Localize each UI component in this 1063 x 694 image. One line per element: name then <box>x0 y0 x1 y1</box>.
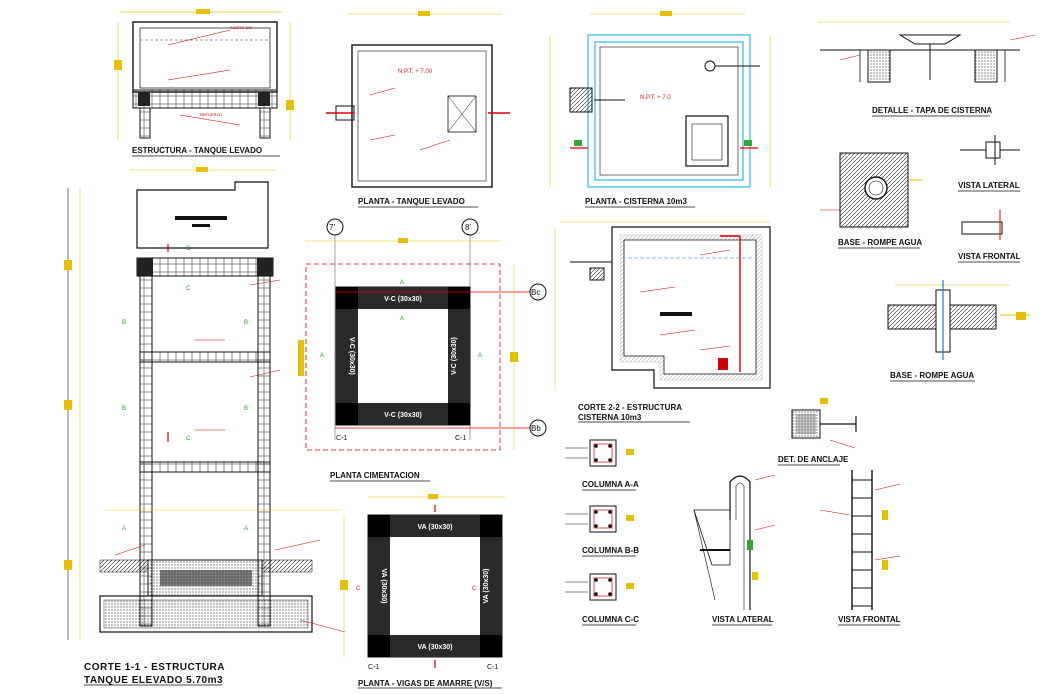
view-base-rompe-1: BASE - ROMPE AGUA <box>820 152 922 249</box>
planta-cimentacion-title: PLANTA CIMENTACION <box>330 471 420 480</box>
vc-left-label: V-C (30x30) <box>348 337 355 375</box>
corte-a-left: A <box>122 526 126 532</box>
corte-c-1: C <box>186 286 191 292</box>
corte-1-1-title-1: CORTE 1-1 - ESTRUCTURA <box>84 662 225 673</box>
corte-1-1-title-2: TANQUE ELEVADO 5.70m3 <box>84 675 223 686</box>
va-top-label: VA (30x30) <box>417 524 452 531</box>
va-cut-c-right: C <box>472 586 477 592</box>
view-planta-cimentacion: 7' 8' V-C (30x30) V-C (30x30) V-C (30x30… <box>298 218 547 482</box>
va-cut-c1-right: C-1 <box>487 664 498 671</box>
view-estructura-tanque: ACERO 3/8" REFUERZO ESTRUCTURA - TANQUE … <box>114 9 294 157</box>
cisterna-npt: N.P.T. + 7.0 <box>640 95 671 101</box>
cim-cut-a-left: A <box>320 353 324 359</box>
cim-cut-c1-right: C-1 <box>455 435 466 442</box>
view-vista-lateral-2: VISTA LATERAL <box>693 474 776 626</box>
view-planta-vigas: VA (30x30) VA (30x30) VA (30x30) VA (30x… <box>340 494 505 689</box>
axis-bb: Bb <box>531 424 541 433</box>
corte-c-2: C <box>186 436 191 442</box>
cim-cut-a-top: A <box>400 280 404 286</box>
estructura-tanque-title: ESTRUCTURA - TANQUE LEVADO <box>132 146 262 155</box>
base-rompe-1-title: BASE - ROMPE AGUA <box>838 238 922 247</box>
corte-c-top: C <box>186 246 191 252</box>
view-det-anclaje: DET. DE ANCLAJE <box>778 398 857 466</box>
view-vista-small: VISTA LATERAL VISTA FRONTAL <box>958 135 1021 263</box>
view-planta-cisterna: N.P.T. + 7.0 PLANTA - CISTERNA 10m3 <box>549 11 771 208</box>
axis-bc: Bc <box>531 288 540 297</box>
axis-8: 8' <box>465 223 471 232</box>
view-vista-frontal-2: VISTA FRONTAL <box>819 470 901 626</box>
vc-top-label: V-C (30x30) <box>384 296 422 303</box>
corte-b-left-2: B <box>122 406 126 412</box>
view-corte-1-1: B B B B A A C C C CORTE 1-1 - ESTRUCTURA… <box>64 167 346 686</box>
vista-lateral-2-title: VISTA LATERAL <box>712 615 774 624</box>
corte-2-2-title-1: CORTE 2-2 - ESTRUCTURA <box>578 403 682 412</box>
columna-aa-title: COLUMNA A-A <box>582 480 639 489</box>
vc-bottom-label: V-C (30x30) <box>384 412 422 419</box>
vista-frontal-1-title: VISTA FRONTAL <box>958 252 1021 261</box>
svg-text:ACERO 3/8": ACERO 3/8" <box>230 25 253 30</box>
va-cut-c1-left: C-1 <box>368 664 379 671</box>
cim-cut-c1-left: C-1 <box>336 435 347 442</box>
corte-b-right-2: B <box>244 406 248 412</box>
columna-cc-title: COLUMNA C-C <box>582 615 639 624</box>
corte-b-left-1: B <box>122 320 126 326</box>
corte-a-right: A <box>244 526 248 532</box>
view-corte-2-2: CORTE 2-2 - ESTRUCTURA CISTERNA 10m3 <box>554 221 771 423</box>
npt-label: N.P.T. + 7.00 <box>398 69 433 75</box>
va-bottom-label: VA (30x30) <box>417 644 452 651</box>
view-detalle-tapa: DETALLE - TAPA DE CISTERNA <box>818 21 1036 117</box>
vista-lateral-1-title: VISTA LATERAL <box>958 181 1020 190</box>
view-columnas: COLUMNA A-A COLUMNA B-B COLUMNA C-C <box>565 439 639 626</box>
svg-text:REFUERZO: REFUERZO <box>200 112 222 117</box>
columna-bb-title: COLUMNA B-B <box>582 546 639 555</box>
view-base-rompe-2: BASE - ROMPE AGUA <box>887 280 1030 382</box>
corte-b-right-1: B <box>244 320 248 326</box>
va-right-label: VA (30x30) <box>483 568 490 603</box>
det-anclaje-title: DET. DE ANCLAJE <box>778 455 849 464</box>
cim-cut-a-inner: A <box>400 316 404 322</box>
corte-2-2-title-2: CISTERNA 10m3 <box>578 413 642 422</box>
va-cut-c-left: C <box>356 586 361 592</box>
base-rompe-2-title: BASE - ROMPE AGUA <box>890 371 974 380</box>
axis-7: 7' <box>329 223 335 232</box>
detalle-tapa-title: DETALLE - TAPA DE CISTERNA <box>872 106 992 115</box>
planta-tanque-title: PLANTA - TANQUE LEVADO <box>358 197 465 206</box>
planta-vigas-title: PLANTA - VIGAS DE AMARRE (V/S) <box>358 679 493 688</box>
vista-frontal-2-title: VISTA FRONTAL <box>838 615 901 624</box>
view-planta-tanque: N.P.T. + 7.00 PLANTA - TANQUE LEVADO <box>326 11 510 208</box>
vc-right-label: V-C (30x30) <box>451 337 458 375</box>
cim-cut-a-right: A <box>478 353 482 359</box>
planta-cisterna-title: PLANTA - CISTERNA 10m3 <box>585 197 687 206</box>
va-left-label: VA (30x30) <box>380 568 387 603</box>
